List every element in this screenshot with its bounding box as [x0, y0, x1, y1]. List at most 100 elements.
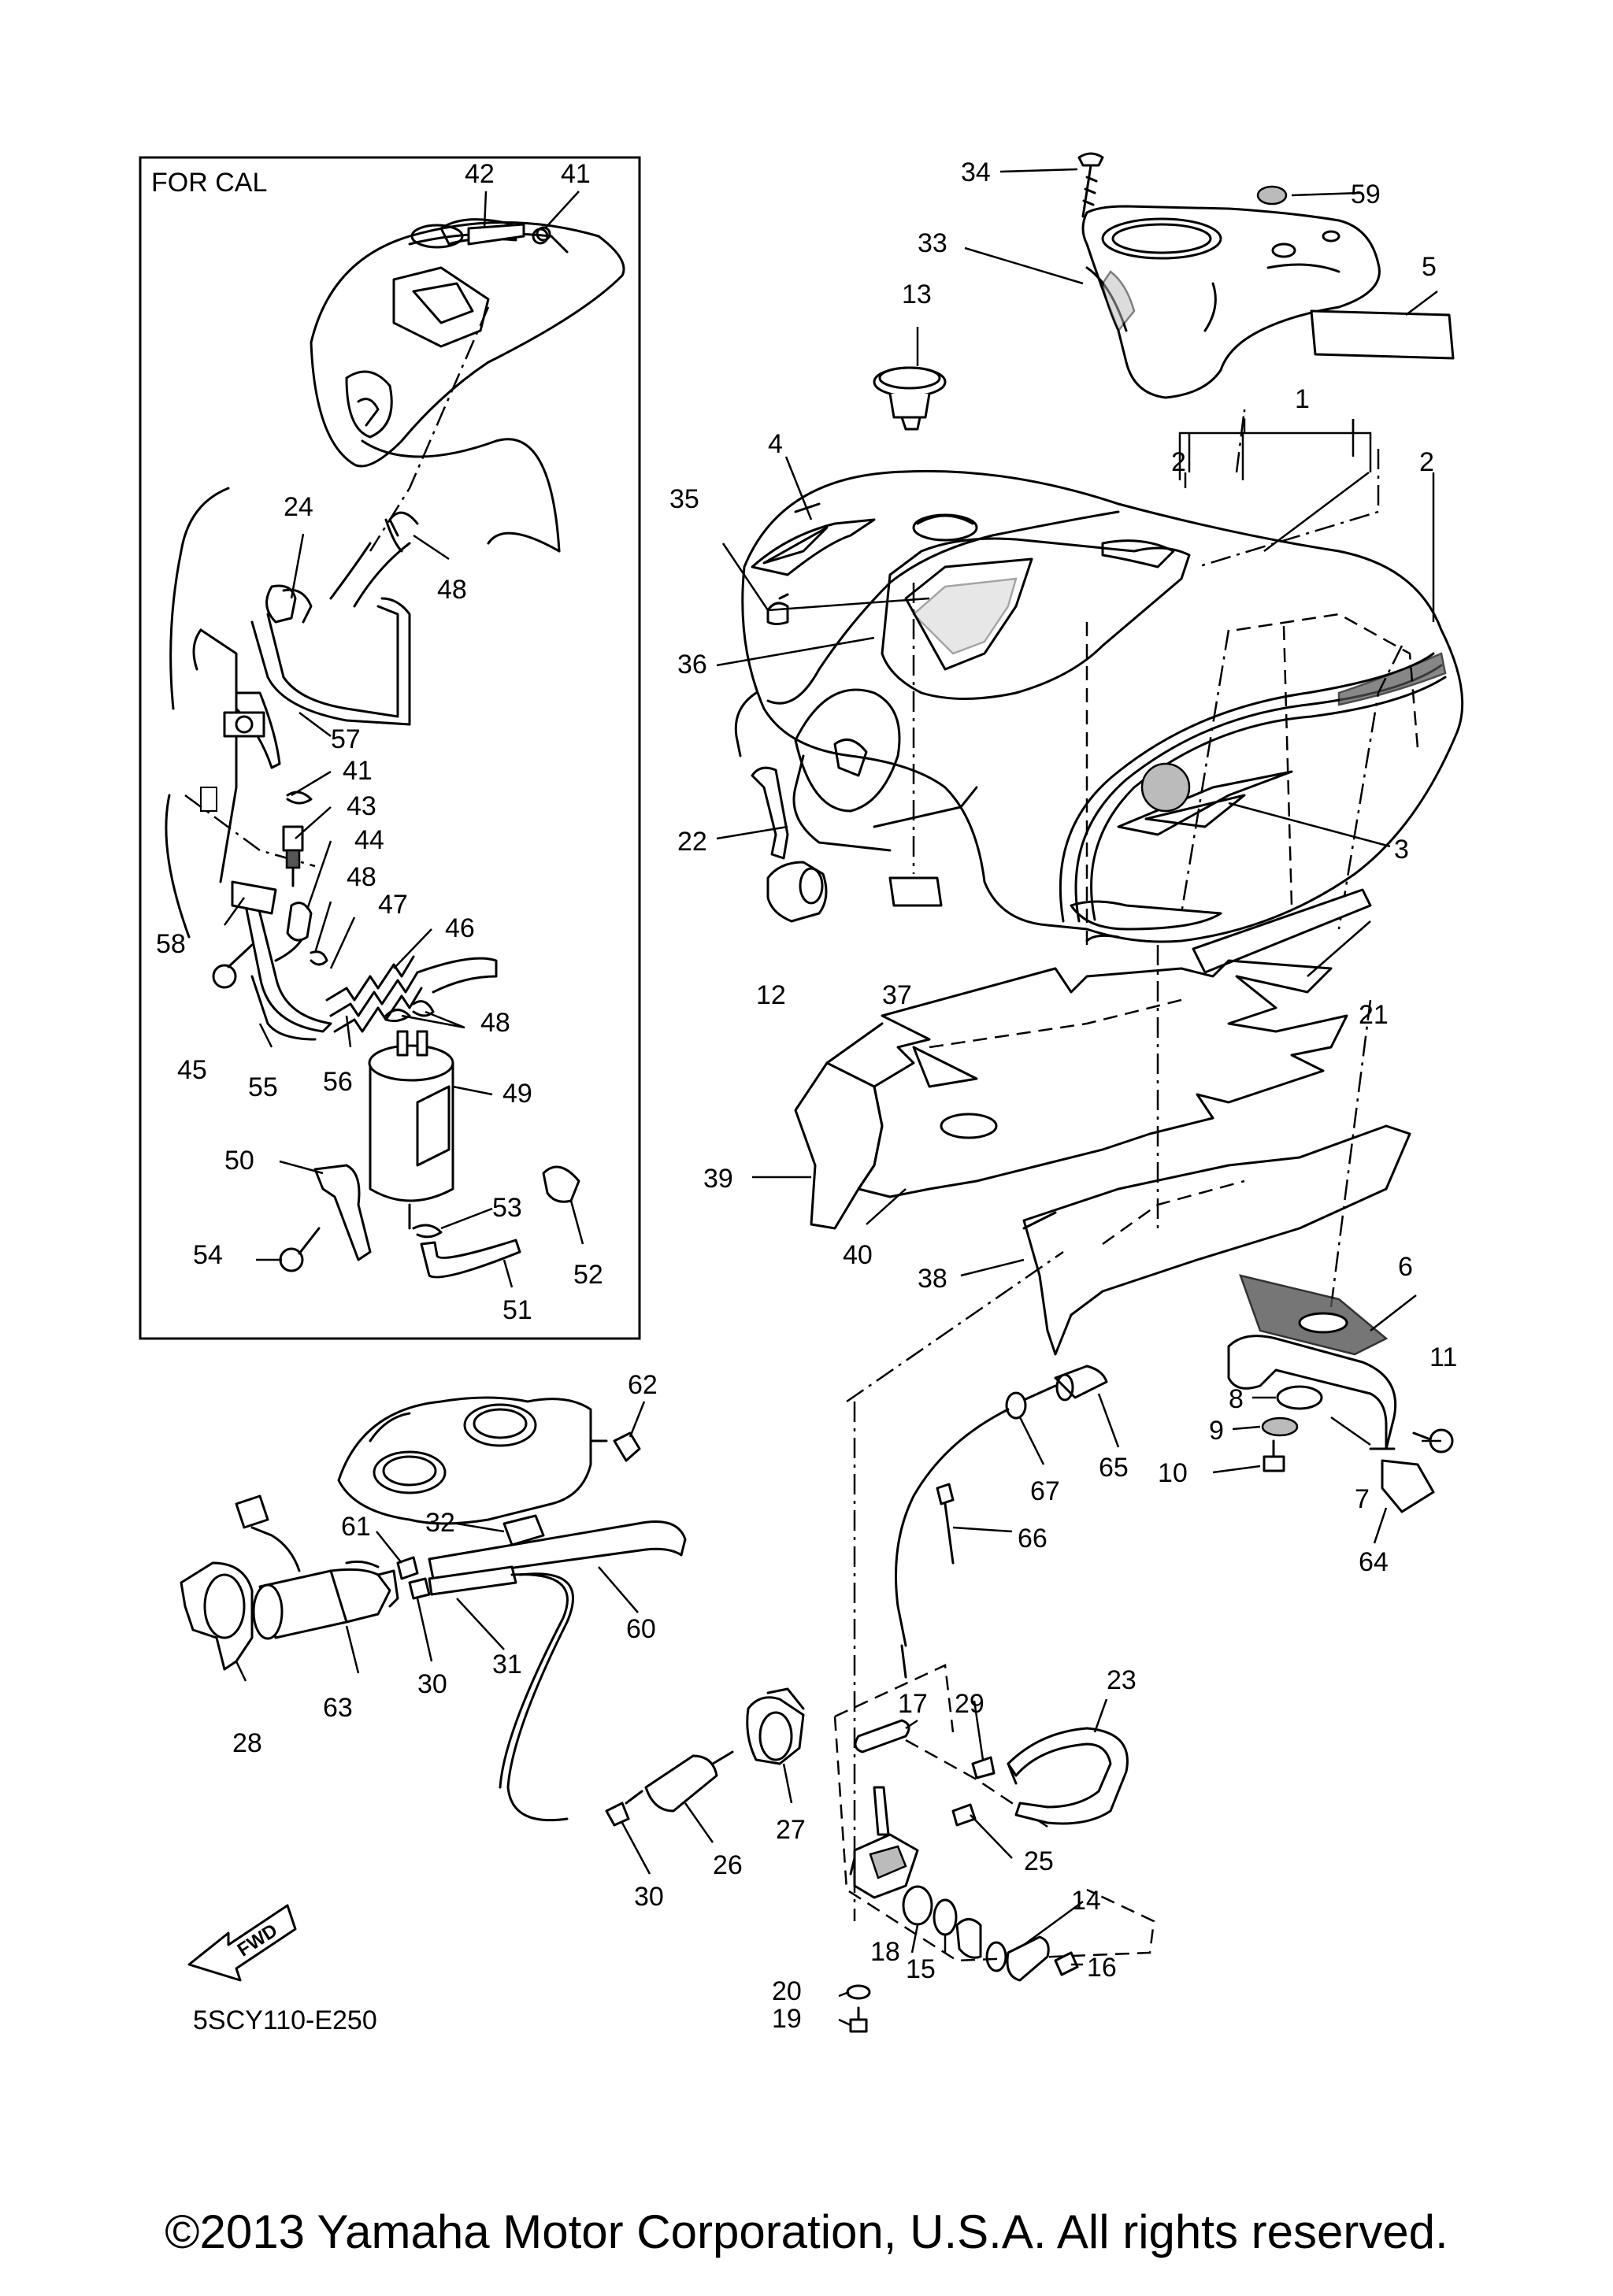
copyright-notice: ©2013 Yamaha Motor Corporation, U.S.A. A…: [165, 2205, 1448, 2258]
callout-27: 27: [776, 1815, 806, 1845]
callout-51: 51: [502, 1295, 532, 1325]
for-cal-inset: FOR CAL: [139, 156, 641, 1340]
callout-26: 26: [713, 1850, 743, 1880]
callout-2a: 2: [1171, 447, 1186, 477]
callout-4: 4: [768, 429, 783, 459]
callout-20: 20: [772, 1976, 802, 2006]
part-12-grommet: [766, 861, 828, 923]
fwd-arrow: FWD: [187, 1904, 297, 1982]
part-53-clip: [412, 1224, 443, 1239]
callout-23: 23: [1107, 1665, 1137, 1695]
part-28-bracket: [180, 1561, 254, 1671]
callout-10: 10: [1158, 1458, 1188, 1488]
callout-33: 33: [918, 228, 947, 258]
inset-leader-lines: [223, 191, 584, 1288]
callout-36: 36: [677, 650, 707, 680]
part-51-hose: [420, 1239, 521, 1279]
part-61-clamp: [396, 1556, 419, 1580]
callout-13: 13: [902, 280, 932, 309]
callout-63: 63: [323, 1693, 353, 1723]
callout-12: 12: [756, 980, 786, 1010]
part-30-clamp-a: [408, 1577, 431, 1600]
choke-cable: [895, 1408, 1010, 1647]
callout-54: 54: [193, 1240, 223, 1270]
part-27-joint: [746, 1687, 805, 1765]
part-6-bracket: [1239, 1274, 1389, 1356]
part-15-o-ring: [933, 1898, 958, 1936]
callout-1: 1: [1295, 384, 1310, 414]
callout-9: 9: [1209, 1416, 1224, 1446]
part-17-gasket: [854, 1719, 910, 1753]
callout-46: 46: [445, 913, 475, 943]
part-66-cable-tie: [936, 1483, 955, 1565]
part-18-seal: [902, 1885, 933, 1926]
part-5-label-sheet: [1310, 309, 1455, 360]
callout-8: 8: [1229, 1384, 1244, 1414]
callout-45: 45: [177, 1055, 207, 1085]
part-65-knob: [1022, 1365, 1108, 1402]
part-26-fuel-filter: [625, 1750, 734, 1813]
callout-50: 50: [224, 1146, 254, 1176]
callout-41a: 41: [561, 159, 591, 189]
callout-44: 44: [354, 825, 384, 855]
part-44-joint: [286, 902, 313, 942]
part-49-filter: [368, 1030, 454, 1230]
callout-66: 66: [1018, 1524, 1048, 1554]
callout-17: 17: [898, 1689, 928, 1719]
callout-30b: 30: [634, 1882, 664, 1912]
part-24-clamp: [265, 584, 313, 624]
callout-53: 53: [492, 1193, 522, 1223]
part-62-clamp: [613, 1431, 641, 1462]
inset-tank: [310, 218, 625, 553]
part-42-hose: [467, 223, 525, 246]
part-36-hose: [734, 691, 758, 757]
callout-56: 56: [323, 1067, 353, 1097]
callout-39: 39: [703, 1164, 733, 1194]
part-9-washer: [1261, 1416, 1299, 1437]
callout-3: 3: [1394, 835, 1409, 865]
callout-60: 60: [626, 1614, 656, 1644]
callout-6: 6: [1398, 1252, 1413, 1282]
fuel-cock: [849, 1786, 919, 1899]
callout-labels: 1 2 2 3 4 5 6 7 8 9 10 11 12 13 14 15 16…: [156, 157, 1457, 2034]
callout-67: 67: [1030, 1476, 1060, 1506]
callout-49: 49: [502, 1079, 532, 1109]
part-7-bracket: [1227, 1335, 1397, 1450]
callout-25: 25: [1024, 1846, 1054, 1876]
part-13-fuel-cap: [873, 366, 947, 431]
callout-38: 38: [918, 1264, 947, 1294]
part-56-spring: [325, 955, 423, 1033]
callout-65: 65: [1099, 1453, 1129, 1483]
part-19-screw: [849, 2006, 868, 2033]
part-34-screw: [1077, 152, 1104, 218]
part-64-plate: [1381, 1459, 1435, 1513]
callout-2b: 2: [1419, 447, 1434, 477]
part-41-ring: [536, 226, 551, 242]
part-33-top-cover: [1081, 205, 1381, 399]
part-16-screw: [1054, 1951, 1079, 1976]
part-10-bolt: [1263, 1439, 1285, 1472]
part-30-clamp-b: [605, 1802, 630, 1827]
callout-43: 43: [347, 791, 376, 821]
callout-16: 16: [1087, 1953, 1117, 1983]
callout-48b: 48: [347, 862, 376, 892]
drawing-code: 5SCY110-E250: [193, 2005, 377, 2035]
part-43-valve: [282, 825, 304, 887]
callout-42: 42: [465, 159, 495, 189]
part-54-bolt: [279, 1227, 321, 1272]
leader-lines: [235, 168, 1441, 2027]
callout-61: 61: [341, 1512, 371, 1542]
part-21-strip: [1192, 888, 1372, 974]
callout-40: 40: [843, 1240, 873, 1270]
part-3-emblem: [1117, 762, 1293, 836]
inset-frame: [139, 156, 641, 1340]
part-25-clamp: [951, 1803, 977, 1827]
callout-18: 18: [870, 1937, 900, 1967]
callout-48c: 48: [480, 1008, 510, 1038]
part-48-clip-a: [310, 950, 328, 966]
callout-5: 5: [1422, 252, 1437, 282]
part-37-pad: [888, 876, 943, 907]
callout-37: 37: [882, 980, 912, 1010]
part-59-cap: [1256, 185, 1288, 206]
part-57-clamp: [223, 711, 265, 738]
